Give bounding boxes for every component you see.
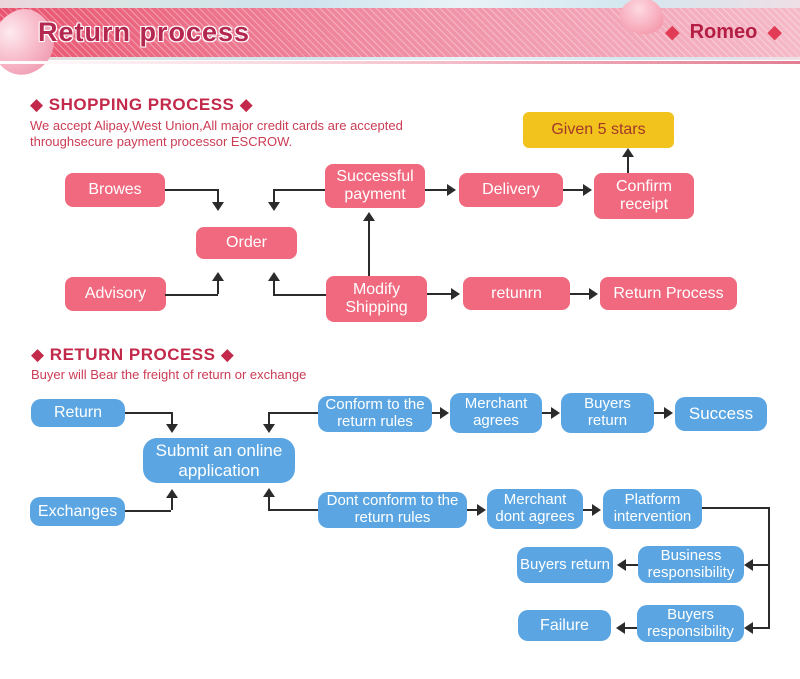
node-order: Order — [196, 227, 297, 259]
connector-line — [654, 412, 665, 414]
node-browes: Browes — [65, 173, 165, 207]
connector-line — [702, 507, 770, 509]
node-delivery: Delivery — [459, 173, 563, 207]
arrowhead-icon — [212, 272, 224, 281]
arrowhead-icon — [440, 407, 449, 419]
arrowhead-icon — [744, 559, 753, 571]
shopping-process-heading: ◆ SHOPPING PROCESS ◆ — [30, 95, 254, 114]
connector-line — [125, 510, 171, 512]
connector-line — [268, 497, 270, 509]
node-retunrn: retunrn — [463, 277, 570, 310]
node-exchanges: Exchanges — [30, 497, 125, 526]
connector-line — [171, 498, 173, 510]
connector-line — [273, 281, 275, 294]
node-confirm-receipt: Confirm receipt — [594, 173, 694, 219]
arrowhead-icon — [583, 184, 592, 196]
arrowhead-icon — [263, 424, 275, 433]
node-business-responsibility: Business responsibility — [638, 546, 744, 583]
return-process-heading: ◆ RETURN PROCESS ◆ — [31, 345, 235, 364]
node-buyers-responsibility: Buyers responsibility — [637, 605, 744, 642]
connector-line — [171, 412, 173, 424]
connector-line — [753, 564, 770, 566]
node-advisory: Advisory — [65, 277, 166, 311]
petal-icon — [616, 0, 668, 39]
shopping-desc-line1: We accept Alipay,West Union,All major cr… — [30, 118, 403, 133]
connector-line — [542, 412, 552, 414]
arrowhead-icon — [268, 272, 280, 281]
node-conform-rules: Conform to the return rules — [318, 396, 432, 432]
node-modify-shipping: Modify Shipping — [326, 276, 427, 322]
node-success: Success — [675, 397, 767, 431]
divider-line — [0, 61, 800, 64]
arrowhead-icon — [744, 622, 753, 634]
arrowhead-icon — [664, 407, 673, 419]
connector-line — [432, 412, 440, 414]
arrowhead-icon — [263, 488, 275, 497]
brand-name: Romeo — [689, 21, 758, 43]
shopping-desc-line2: throughsecure payment processor ESCROW. — [30, 134, 293, 149]
connector-line — [768, 507, 770, 628]
node-return-process: Return Process — [600, 277, 737, 310]
connector-line — [165, 189, 218, 191]
connector-line — [125, 412, 171, 414]
diamond-icon: ◆ — [664, 22, 680, 43]
connector-line — [273, 189, 275, 202]
arrowhead-icon — [622, 148, 634, 157]
arrowhead-icon — [589, 288, 598, 300]
connector-line — [583, 509, 593, 511]
node-merchant-agrees: Merchant agrees — [450, 393, 542, 433]
arrowhead-icon — [551, 407, 560, 419]
connector-line — [368, 221, 370, 276]
node-successful-payment: Successful payment — [325, 164, 425, 208]
connector-line — [268, 412, 318, 414]
arrowhead-icon — [166, 489, 178, 498]
brand-label: ◆ Romeo ◆ — [665, 21, 782, 44]
arrowhead-icon — [268, 202, 280, 211]
connector-line — [570, 293, 589, 295]
connector-line — [626, 564, 638, 566]
page-title: Return process — [38, 17, 251, 47]
node-buyers-return-2: Buyers return — [517, 547, 613, 583]
connector-line — [753, 627, 770, 629]
connector-line — [268, 509, 318, 511]
connector-line — [217, 189, 219, 202]
connector-line — [217, 281, 219, 294]
arrowhead-icon — [447, 184, 456, 196]
node-merchant-dont-agrees: Merchant dont agrees — [487, 489, 583, 529]
arrowhead-icon — [617, 559, 626, 571]
node-return: Return — [31, 399, 125, 427]
connector-line — [625, 627, 637, 629]
connector-line — [563, 189, 583, 191]
connector-line — [427, 293, 451, 295]
diamond-icon: ◆ — [767, 22, 782, 43]
node-submit-application: Submit an online application — [143, 438, 295, 483]
node-dont-conform-rules: Dont conform to the return rules — [318, 492, 467, 528]
connector-line — [627, 157, 629, 173]
arrowhead-icon — [363, 212, 375, 221]
arrowhead-icon — [212, 202, 224, 211]
arrowhead-icon — [592, 504, 601, 516]
node-given-5-stars: Given 5 stars — [523, 112, 674, 148]
connector-line — [273, 294, 326, 296]
arrowhead-icon — [616, 622, 625, 634]
return-desc: Buyer will Bear the freight of return or… — [31, 367, 307, 382]
node-platform-intervention: Platform intervention — [603, 489, 702, 529]
node-failure: Failure — [518, 610, 611, 641]
arrowhead-icon — [451, 288, 460, 300]
connector-line — [425, 189, 447, 191]
header-banner: Return process ◆ Romeo ◆ — [0, 0, 800, 83]
node-buyers-return-1: Buyers return — [561, 393, 654, 433]
connector-line — [268, 412, 270, 424]
connector-line — [165, 294, 218, 296]
arrowhead-icon — [477, 504, 486, 516]
connector-line — [273, 189, 325, 191]
connector-line — [467, 509, 477, 511]
arrowhead-icon — [166, 424, 178, 433]
